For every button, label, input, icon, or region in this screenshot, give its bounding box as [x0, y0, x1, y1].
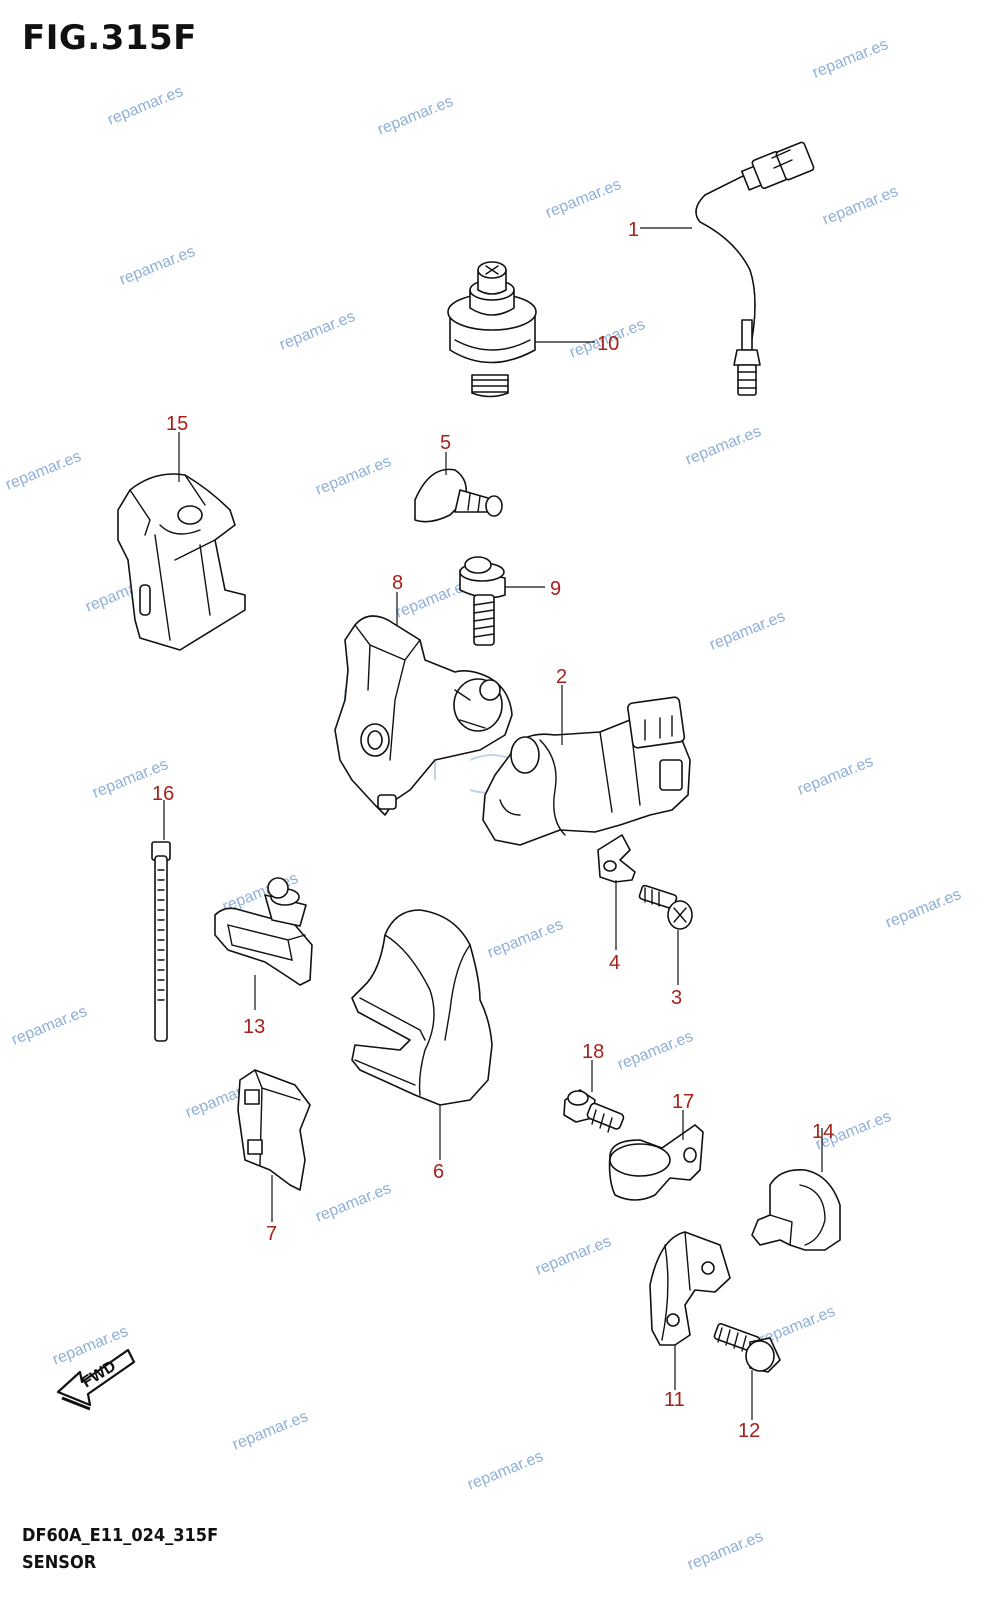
callout-3: 3: [671, 987, 682, 1009]
watermark-text: repamar.es: [465, 1448, 546, 1494]
part-13-clamp: [214, 877, 313, 986]
callout-9: 9: [550, 578, 561, 600]
watermark-text: repamar.es: [685, 1528, 766, 1574]
watermark-text: repamar.es: [105, 83, 186, 129]
callout-numbers: 1 2 3 4 5 6 7 8 9 10 11 12 13 14 15 16 1…: [152, 219, 834, 1442]
watermark-text: repamar.es: [375, 93, 456, 139]
watermark-text: repamar.es: [683, 423, 764, 469]
watermark-text: repamar.es: [883, 886, 964, 932]
watermark-text: repamar.es: [9, 1003, 90, 1049]
watermark-text: repamar.es: [543, 176, 624, 222]
watermark-text: repamar.es: [230, 1408, 311, 1454]
watermark-text: repamar.es: [533, 1233, 614, 1279]
part-18-bolt: [563, 1089, 625, 1133]
part-5-bracket-pin: [414, 468, 503, 523]
part-1-sensor-harness: [695, 141, 815, 396]
watermark-text: repamar.es: [615, 1028, 696, 1074]
part-11-bracket: [649, 1231, 731, 1346]
callout-17: 17: [672, 1091, 694, 1113]
callout-10: 10: [597, 333, 619, 355]
part-8-bracket: [334, 615, 513, 816]
part-10-pressure-switch: [447, 261, 537, 398]
part-4-plate: [597, 834, 636, 883]
callout-1: 1: [628, 219, 639, 241]
callout-8: 8: [392, 572, 403, 594]
watermark-text: repamar.es: [795, 753, 876, 799]
part-2-crank-position-sensor: [482, 696, 691, 846]
watermark-text: repamar.es: [313, 1180, 394, 1226]
callout-16: 16: [152, 783, 174, 805]
watermark-text: repamar.es: [117, 243, 198, 289]
watermark-text: repamar.es: [810, 36, 891, 82]
part-6-clamp: [351, 909, 493, 1106]
callout-2: 2: [556, 666, 567, 688]
leader-lines: [163, 227, 823, 1420]
watermark-text: repamar.es: [820, 183, 901, 229]
part-16-tie-strap: [151, 841, 171, 1042]
footer-section-name: SENSOR: [22, 1552, 97, 1573]
watermark-text: repamar.es: [3, 448, 84, 494]
watermark-text: repamar.es: [707, 608, 788, 654]
callout-4: 4: [609, 952, 620, 974]
watermark-text: repamar.es: [485, 916, 566, 962]
part-17-p-clamp: [608, 1124, 704, 1201]
callout-11: 11: [664, 1389, 685, 1411]
callout-5: 5: [440, 432, 451, 454]
footer-model-code: DF60A_E11_024_315F: [22, 1525, 219, 1546]
callout-18: 18: [582, 1041, 604, 1063]
watermark-text: repamar.es: [277, 308, 358, 354]
callout-6: 6: [433, 1161, 444, 1183]
callout-14: 14: [812, 1121, 834, 1143]
part-9-bolt: [459, 556, 506, 646]
callout-15: 15: [166, 413, 188, 435]
watermark-text: repamar.es: [313, 453, 394, 499]
part-3-screw: [638, 884, 693, 930]
callout-13: 13: [243, 1016, 265, 1038]
part-15-cover: [117, 473, 246, 651]
part-14-clamp: [751, 1168, 841, 1251]
part-7-guide-plate: [237, 1069, 311, 1191]
callout-7: 7: [266, 1223, 277, 1245]
callout-12: 12: [738, 1420, 760, 1442]
figure-title: FIG.315F: [22, 18, 197, 58]
part-12-bolt: [713, 1323, 781, 1373]
